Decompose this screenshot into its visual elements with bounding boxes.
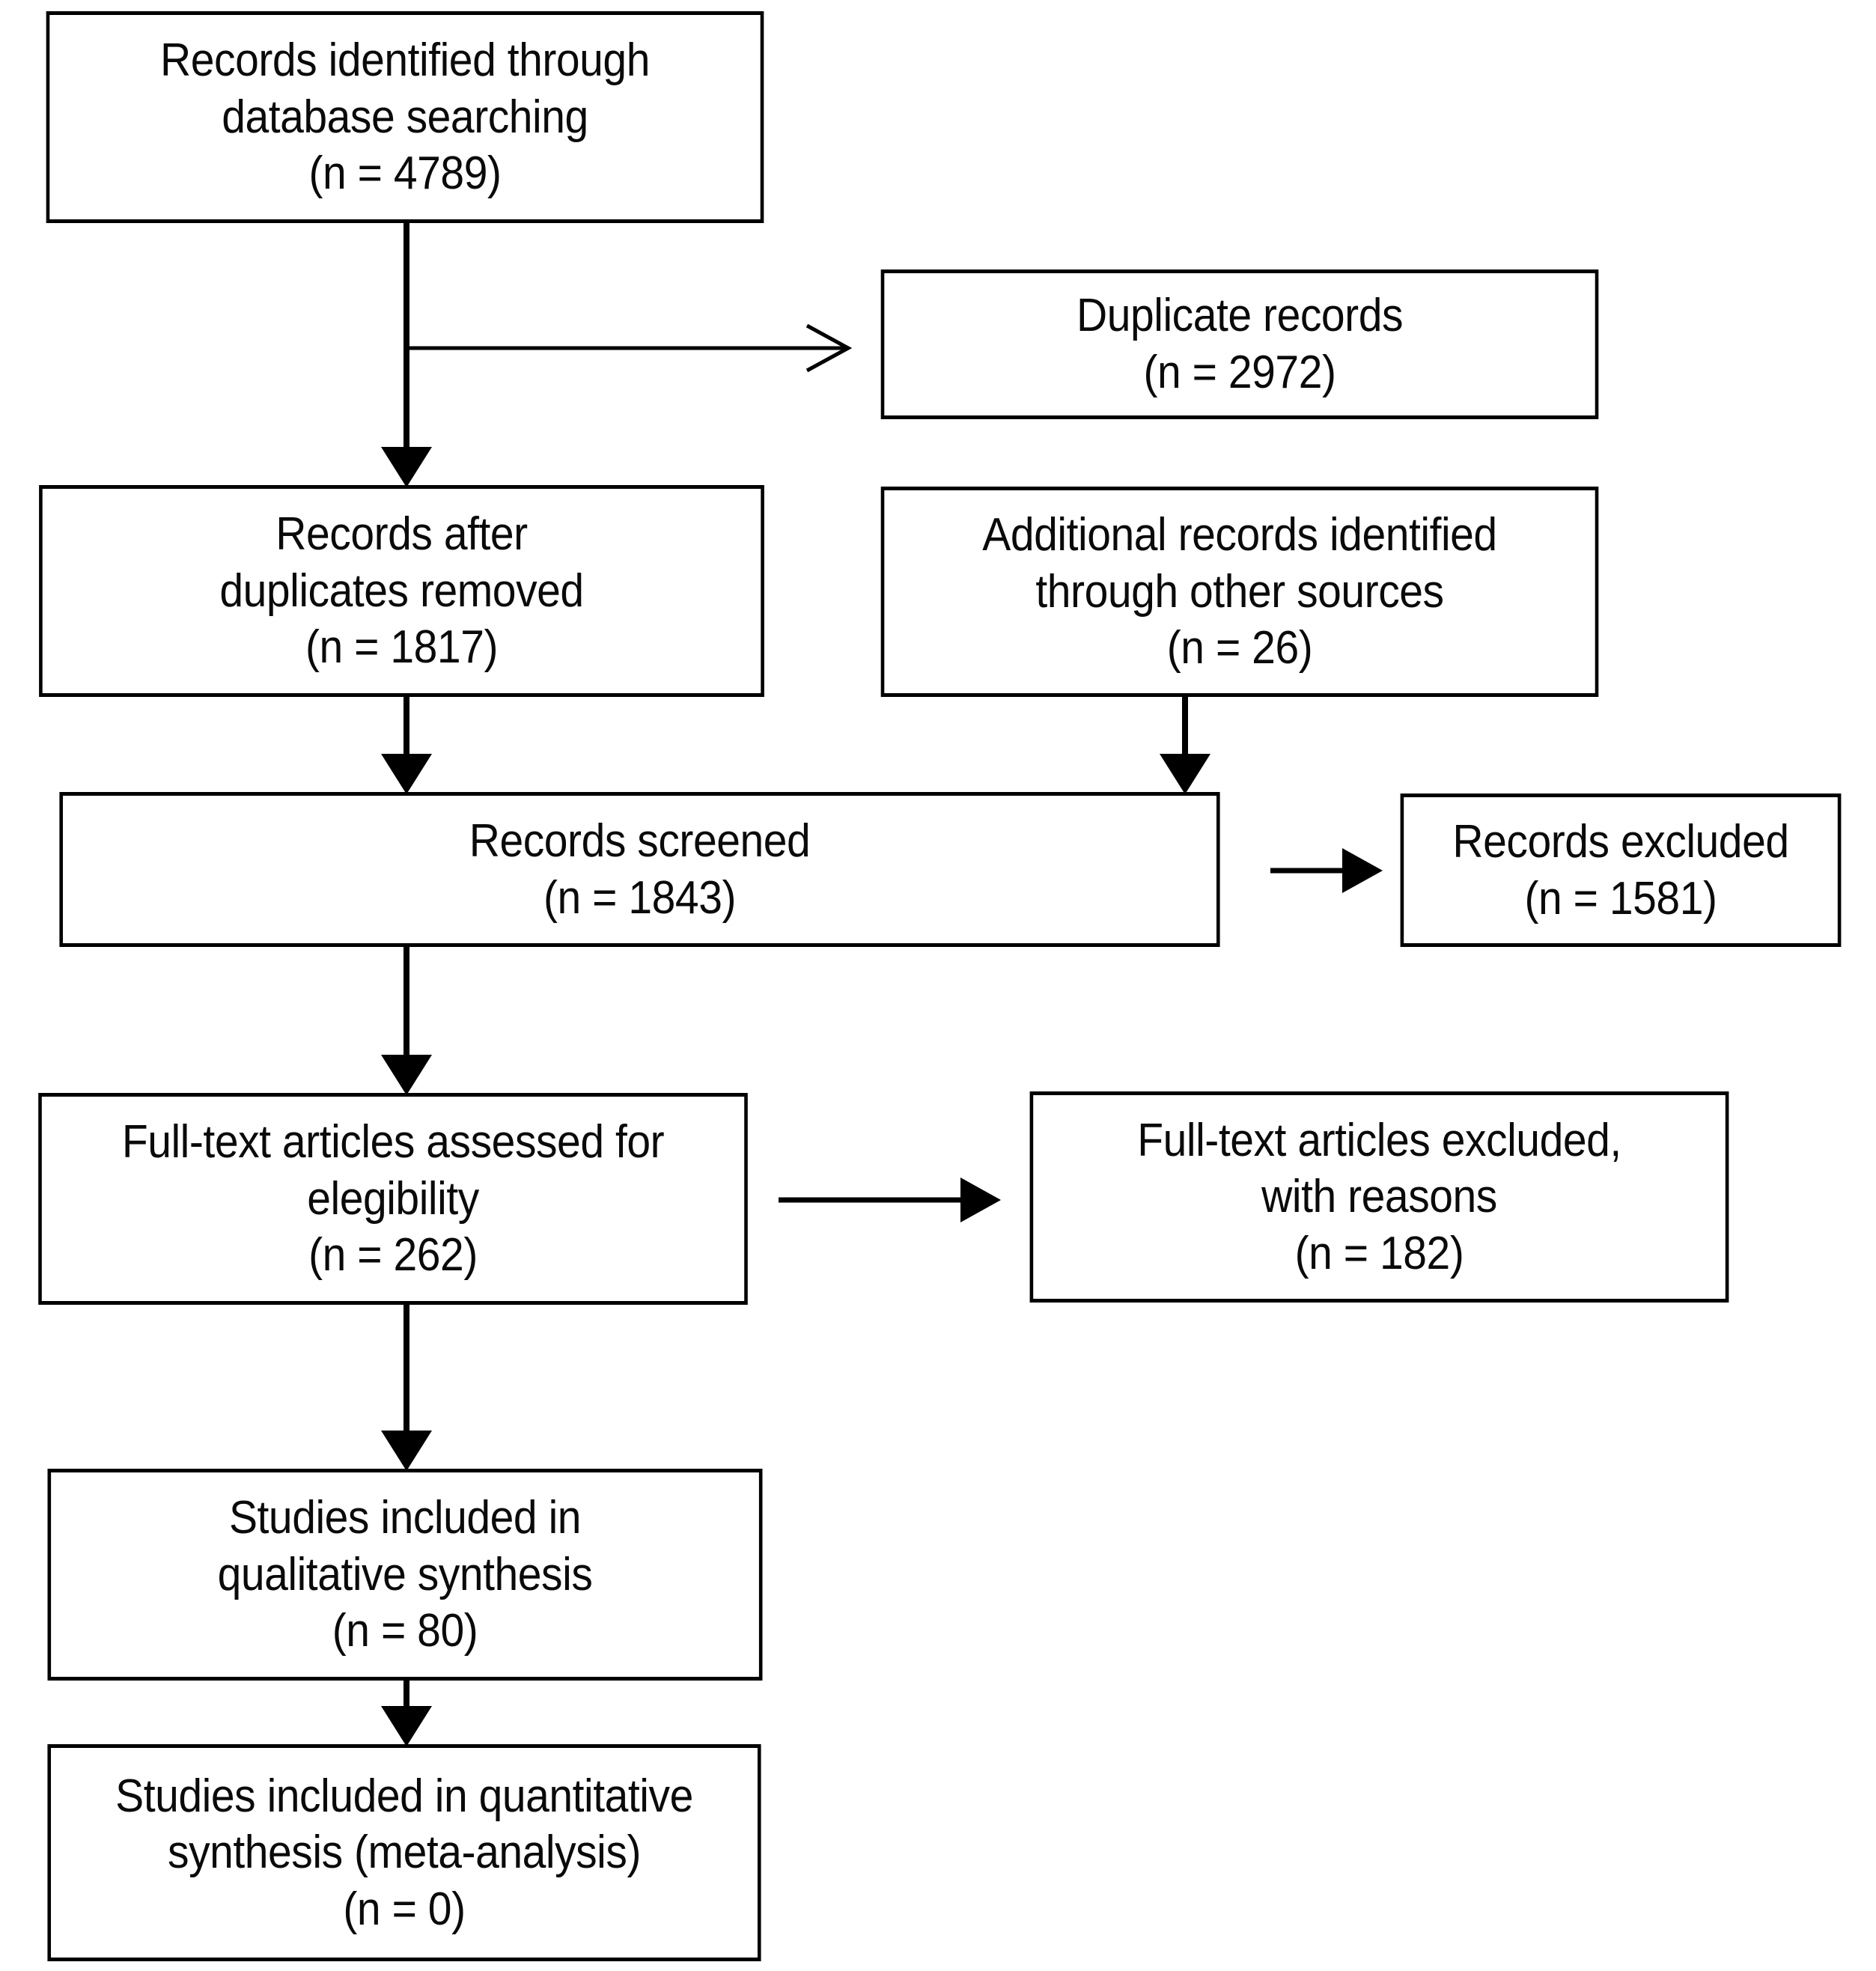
node-count: (n = 26) — [1166, 622, 1313, 674]
arrowhead-into-after-duplicates — [381, 447, 432, 487]
node-line: Records excluded — [1452, 815, 1789, 868]
fulltext-assessed-box: Full-text articles assessed for elegibil… — [38, 1093, 748, 1305]
node-count: (n = 2972) — [1143, 347, 1336, 398]
records-identified-box: Records identified through database sear… — [46, 11, 764, 223]
arrowhead-into-screened-left — [381, 754, 432, 794]
node-line: Records screened — [469, 814, 811, 867]
node-count: (n = 262) — [308, 1229, 478, 1282]
arrowhead-into-fulltext-excluded — [960, 1178, 1001, 1222]
node-count: (n = 1817) — [305, 621, 498, 674]
records-excluded-box: Records excluded (n = 1581) — [1400, 793, 1842, 947]
node-line: duplicates removed — [219, 564, 584, 617]
node-count: (n = 1843) — [543, 871, 736, 924]
node-count: (n = 0) — [343, 1883, 466, 1935]
node-count: (n = 182) — [1294, 1227, 1464, 1279]
arrowhead-into-quantitative — [381, 1706, 432, 1746]
arrowhead-into-screened-right — [1160, 754, 1210, 794]
quantitative-synthesis-box: Studies included in quantitative synthes… — [47, 1744, 761, 1961]
arrowhead-open-into-duplicates — [805, 323, 853, 373]
fulltext-excluded-box: Full-text articles excluded, with reason… — [1029, 1091, 1729, 1303]
node-line: Duplicate records — [1076, 290, 1404, 342]
node-line: Studies included in — [228, 1492, 582, 1544]
arrowhead-into-fulltext — [381, 1055, 432, 1095]
node-line: Full-text articles excluded, — [1137, 1114, 1621, 1166]
node-line: Full-text articles assessed for — [121, 1116, 665, 1169]
node-line: Records identified through — [160, 34, 650, 87]
node-count: (n = 1581) — [1524, 872, 1717, 924]
node-line: Additional records identified — [982, 509, 1497, 561]
node-count: (n = 80) — [332, 1605, 478, 1657]
node-line: elegibility — [307, 1172, 479, 1225]
arrowhead-into-records-excluded — [1342, 848, 1383, 893]
node-line: qualitative synthesis — [217, 1548, 593, 1600]
duplicate-records-box: Duplicate records (n = 2972) — [880, 269, 1599, 419]
node-line: through other sources — [1035, 565, 1444, 618]
node-count: (n = 4789) — [308, 147, 502, 200]
additional-records-box: Additional records identified through ot… — [880, 487, 1599, 697]
arrowhead-into-qualitative — [381, 1431, 432, 1471]
records-screened-box: Records screened (n = 1843) — [59, 792, 1220, 947]
records-after-duplicates-box: Records after duplicates removed (n = 18… — [39, 485, 764, 697]
node-line: Studies included in quantitative — [115, 1770, 693, 1822]
node-line: synthesis (meta-analysis) — [168, 1827, 641, 1879]
node-line: Records after — [275, 508, 528, 561]
node-line: database searching — [222, 91, 588, 143]
node-line: with reasons — [1261, 1171, 1497, 1223]
qualitative-synthesis-box: Studies included in qualitative synthesi… — [47, 1469, 763, 1681]
